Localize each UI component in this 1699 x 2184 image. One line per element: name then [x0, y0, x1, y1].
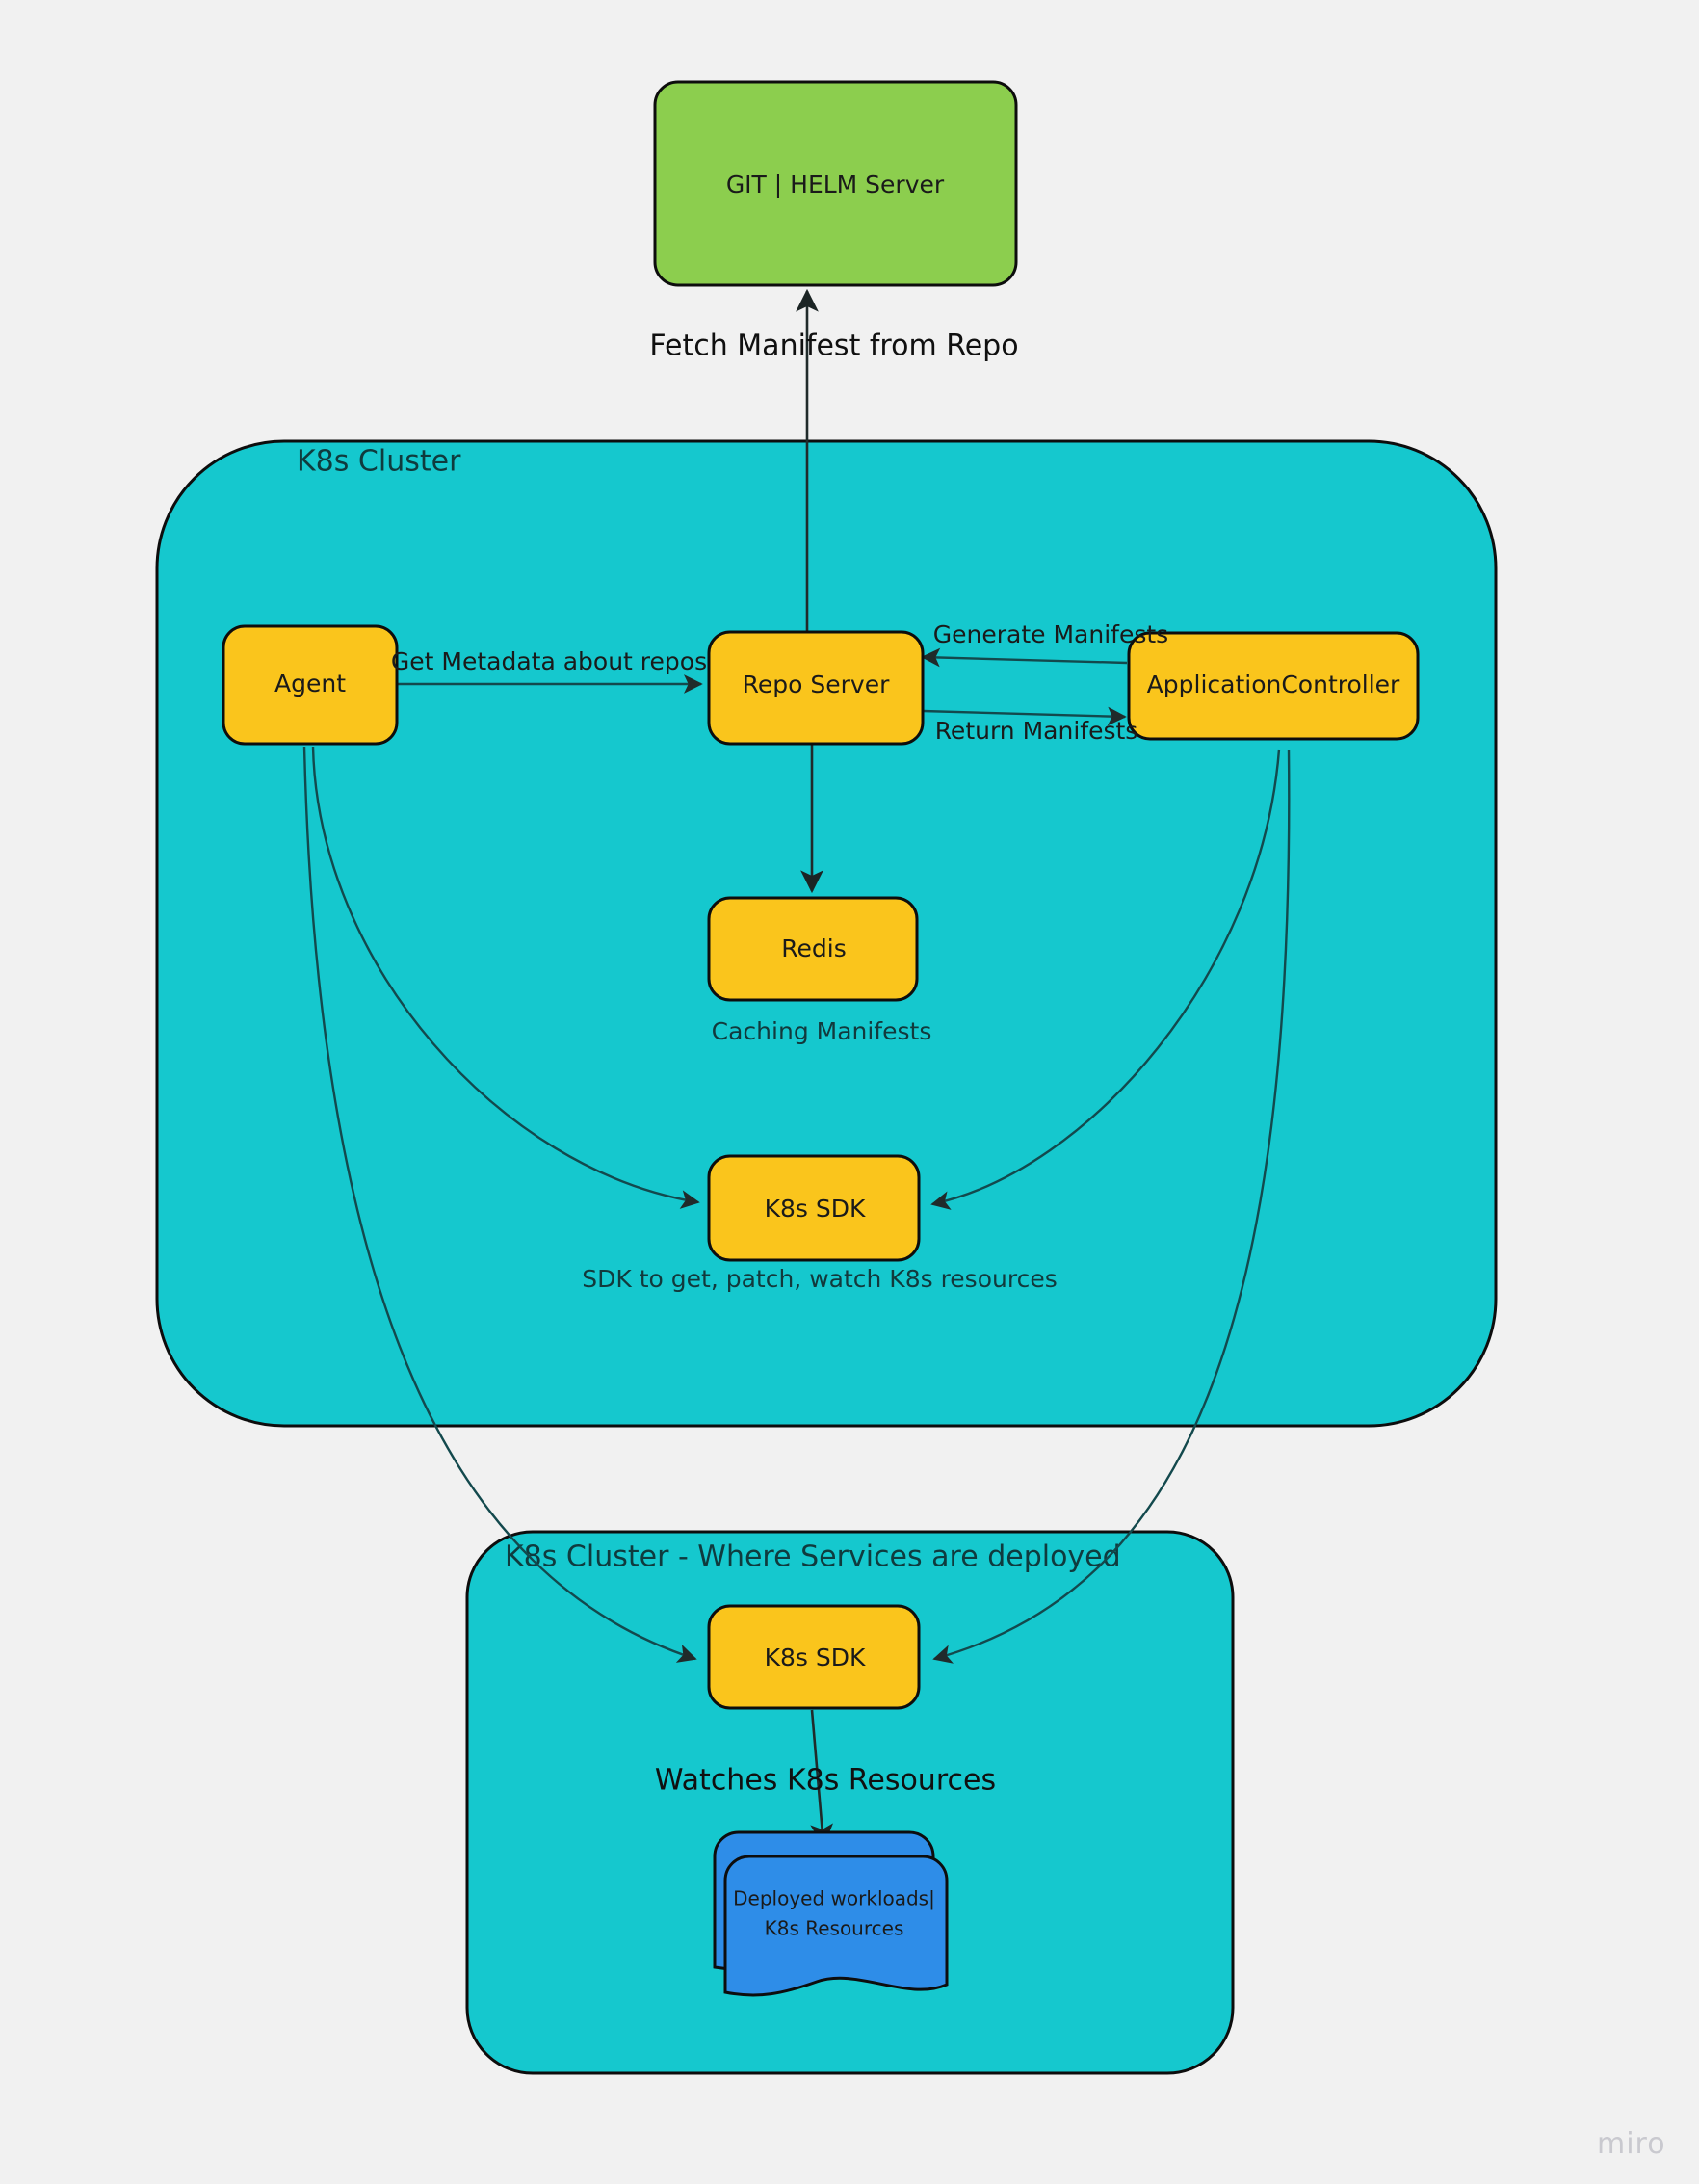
- edge-generate-manifests: [921, 647, 1128, 668]
- application-controller-box[interactable]: [1127, 631, 1420, 741]
- redis-label: Redis: [781, 934, 846, 962]
- redis-box[interactable]: [707, 896, 919, 1002]
- k8s-sdk-lower-box[interactable]: [707, 1604, 921, 1710]
- node-git-helm-server[interactable]: GIT | HELM Server: [653, 80, 1018, 287]
- edge-agent-to-k8s-sdk-lower: [302, 746, 697, 1663]
- k8s-sdk-lower-label: K8s SDK: [765, 1644, 866, 1671]
- git-helm-server-label: GIT | HELM Server: [726, 171, 945, 198]
- node-redis[interactable]: Redis Caching Manifests: [707, 896, 932, 1045]
- cluster-k8s-lower: K8s Cluster - Where Services are deploye…: [465, 1530, 1235, 2075]
- k8s-sdk-upper-box[interactable]: [707, 1154, 921, 1262]
- application-controller-label: ApplicationController: [1147, 671, 1400, 698]
- cluster-upper-title: K8s Cluster: [297, 445, 461, 479]
- k8s-sdk-upper-label: K8s SDK: [765, 1195, 866, 1223]
- agent-box[interactable]: [222, 624, 399, 746]
- cluster-lower-shape: [465, 1530, 1235, 2075]
- edge-appcontroller-to-k8s-sdk-lower: [932, 749, 1291, 1664]
- miro-watermark: miro: [1597, 2127, 1666, 2161]
- agent-label: Agent: [274, 670, 346, 697]
- redis-caption: Caching Manifests: [712, 1017, 932, 1045]
- repo-server-label: Repo Server: [743, 671, 890, 698]
- git-helm-server-box[interactable]: [653, 80, 1018, 287]
- edge-agent-to-k8s-sdk-upper: [311, 746, 700, 1209]
- node-deployed-workloads[interactable]: Deployed workloads| K8s Resources: [713, 1830, 949, 1997]
- edge-watches-k8s-resources: [810, 1709, 834, 1848]
- node-application-controller[interactable]: ApplicationController: [1127, 631, 1420, 741]
- repo-server-box[interactable]: [707, 630, 925, 746]
- node-agent[interactable]: Agent: [222, 624, 399, 746]
- node-k8s-sdk-lower[interactable]: K8s SDK: [707, 1604, 921, 1710]
- node-repo-server[interactable]: Repo Server: [707, 630, 925, 746]
- node-k8s-sdk-upper[interactable]: K8s SDK SDK to get, patch, watch K8s res…: [582, 1154, 1058, 1293]
- edge-appcontroller-to-k8s-sdk-upper: [930, 749, 1281, 1210]
- edge-return-manifests: [922, 706, 1127, 726]
- cluster-lower-title: K8s Cluster - Where Services are deploye…: [505, 1540, 1121, 1574]
- deployed-workloads-label-line2: K8s Resources: [765, 1917, 904, 1940]
- deployed-workloads-label-line1: Deployed workloads|: [733, 1887, 935, 1910]
- edge-label-watches-k8s-resources: Watches K8s Resources: [655, 1764, 996, 1798]
- edge-label-get-metadata: Get Metadata about repos: [391, 647, 707, 675]
- deployed-workloads-front-card[interactable]: [723, 1855, 949, 1997]
- edge-label-generate-manifests: Generate Manifests: [933, 620, 1168, 648]
- edge-label-fetch-manifest: Fetch Manifest from Repo: [649, 329, 1018, 363]
- edge-label-return-manifests: Return Manifests: [935, 717, 1138, 745]
- k8s-sdk-upper-caption: SDK to get, patch, watch K8s resources: [582, 1265, 1057, 1293]
